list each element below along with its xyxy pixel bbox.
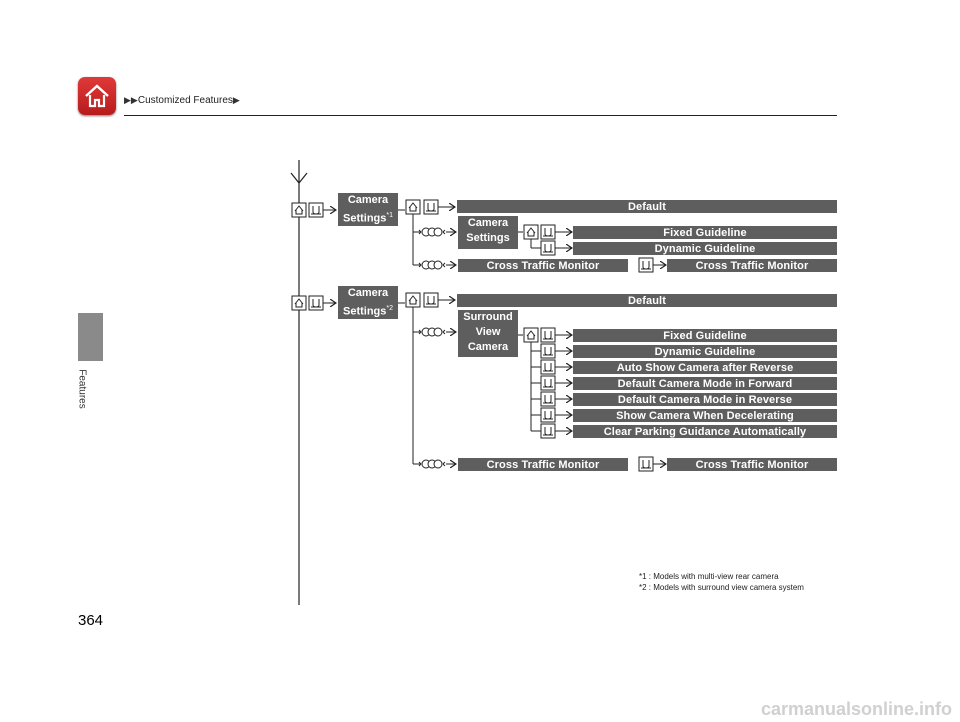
surround-view-line2: View	[475, 326, 501, 338]
cross-traffic-monitor-option-2[interactable]: Cross Traffic Monitor	[667, 458, 837, 471]
watermark: carmanualsonline.info	[760, 699, 952, 719]
header-rule	[124, 115, 837, 116]
surround-view-line1: Surround	[463, 311, 513, 323]
default-mode-forward-option[interactable]: Default Camera Mode in Forward	[573, 377, 837, 390]
dynamic-guideline-option-2[interactable]: Dynamic Guideline	[573, 345, 837, 358]
camera-settings-2-line2: Settings*2	[338, 301, 398, 320]
default-option-2[interactable]: Default	[457, 294, 837, 307]
auto-show-camera-option[interactable]: Auto Show Camera after Reverse	[573, 361, 837, 374]
camera-settings-submenu-line2: Settings	[466, 232, 510, 244]
fixed-guideline-option-1[interactable]: Fixed Guideline	[573, 226, 837, 239]
footnote-ref-1: *1	[386, 212, 394, 219]
footnote-2: *2 : Models with surround view camera sy…	[639, 583, 804, 592]
dynamic-guideline-option-1[interactable]: Dynamic Guideline	[573, 242, 837, 255]
footnotes: *1 : Models with multi-view rear camera …	[639, 571, 804, 593]
home-button[interactable]	[78, 77, 116, 115]
fixed-guideline-option-2[interactable]: Fixed Guideline	[573, 329, 837, 342]
cross-traffic-monitor-menu-2[interactable]: Cross Traffic Monitor	[458, 458, 628, 471]
camera-settings-menu-1[interactable]: Camera Settings*1	[338, 193, 398, 226]
show-camera-decelerating-option[interactable]: Show Camera When Decelerating	[573, 409, 837, 422]
cross-traffic-monitor-menu-1[interactable]: Cross Traffic Monitor	[458, 259, 628, 272]
surround-view-camera-submenu[interactable]: Surround View Camera	[458, 310, 518, 357]
breadcrumb-arrows: ▶▶	[124, 95, 138, 105]
camera-settings-1-line2-text: Settings	[342, 212, 387, 225]
breadcrumb-end-arrow: ▶	[232, 95, 240, 105]
default-option-1[interactable]: Default	[457, 200, 837, 213]
camera-settings-submenu[interactable]: Camera Settings	[458, 216, 518, 249]
default-mode-reverse-option[interactable]: Default Camera Mode in Reverse	[573, 393, 837, 406]
breadcrumb[interactable]: ▶▶Customized Features▶	[124, 95, 240, 106]
footnote-ref-2: *2	[386, 305, 394, 312]
camera-settings-menu-2[interactable]: Camera Settings*2	[338, 286, 398, 319]
camera-settings-2-line2-text: Settings	[342, 305, 387, 318]
camera-settings-2-line1: Camera	[347, 287, 389, 299]
camera-settings-1-line2: Settings*1	[338, 208, 398, 227]
breadcrumb-text[interactable]: Customized Features	[137, 95, 233, 106]
page-number: 364	[78, 612, 104, 629]
camera-settings-submenu-line1: Camera	[467, 217, 509, 229]
camera-settings-1-line1: Camera	[347, 194, 389, 206]
footnote-1: *1 : Models with multi-view rear camera	[639, 572, 779, 581]
section-tab[interactable]	[78, 313, 103, 361]
home-icon	[85, 84, 109, 108]
cross-traffic-monitor-option-1[interactable]: Cross Traffic Monitor	[667, 259, 837, 272]
clear-parking-guidance-option[interactable]: Clear Parking Guidance Automatically	[573, 425, 837, 438]
surround-view-line3: Camera	[467, 341, 509, 353]
